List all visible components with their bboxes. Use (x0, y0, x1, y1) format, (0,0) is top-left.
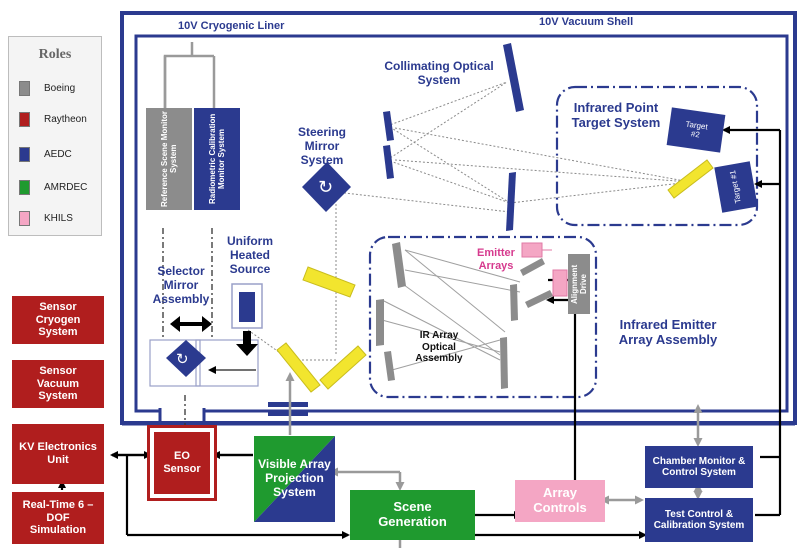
emitter-array-upper (521, 242, 543, 258)
ir-array-optical-label: IR Array Optical Assembly (415, 330, 463, 364)
collimating-mirror (503, 43, 524, 112)
eo-sensor-box: EO Sensor (147, 425, 217, 501)
kv-electronics-box: KV Electronics Unit (12, 424, 104, 484)
emitter-array-lower (552, 269, 568, 297)
legend-swatch (19, 180, 30, 195)
ir-emitter-array-label: Infrared Emitter Array Assembly (618, 317, 718, 347)
roles-legend: Roles Boeing Raytheon AEDC AMRDEC KHILS (8, 36, 102, 236)
shell-label: 10V Vacuum Shell (539, 16, 634, 28)
svg-text:↻: ↻ (176, 350, 189, 368)
realtime-simulation-box: Real-Time 6 – DOF Simulation (12, 492, 104, 544)
legend-swatch (19, 81, 30, 96)
target-1: Target #1 (714, 161, 758, 213)
sensor-cryogen-box: Sensor Cryogen System (12, 296, 104, 344)
legend-item-raytheon: Raytheon (19, 112, 87, 127)
ir-point-target-label: Infrared Point Target System (571, 100, 661, 130)
legend-swatch (19, 112, 30, 127)
legend-swatch (19, 211, 30, 226)
emitter-arrays-label: Emitter Arrays (477, 247, 515, 272)
steering-label: Steering Mirror System (297, 125, 346, 167)
scene-generation-box: Scene Generation (350, 490, 475, 540)
steering-mirror (302, 162, 351, 212)
small-mirror-lower (383, 145, 394, 179)
alignment-drive: Alignment Drive (568, 254, 590, 314)
array-controls-box: Array Controls (515, 480, 605, 522)
yellow-mirror-2 (276, 342, 321, 393)
yellow-mirror-1 (302, 266, 356, 298)
uniform-label: Uniform Heated Source (227, 234, 273, 276)
chamber-monitor-box: Chamber Monitor & Control System (645, 446, 753, 488)
radiometric-calibration-monitor: Radiometric Calibration Monitor System (194, 108, 240, 210)
legend-item-aedc: AEDC (19, 147, 72, 162)
yellow-mirror-target (667, 159, 714, 199)
legend-swatch (19, 147, 30, 162)
legend-title: Roles (38, 47, 72, 62)
small-mirror-upper (383, 111, 394, 141)
selector-mirror (166, 340, 206, 377)
reference-scene-monitor: Reference Scene Monitor System (146, 108, 192, 210)
test-control-box: Test Control & Calibration System (645, 498, 753, 542)
liner-label: 10V Cryogenic Liner (178, 20, 285, 32)
selector-label: Selector Mirror Assembly (152, 264, 210, 306)
legend-item-khils: KHILS (19, 211, 73, 226)
target-2: Target #2 (666, 107, 726, 153)
legend-item-amrdec: AMRDEC (19, 180, 87, 195)
fold-mirror (506, 172, 516, 231)
sensor-vacuum-box: Sensor Vacuum System (12, 360, 104, 408)
yellow-mirror-3 (319, 345, 367, 390)
ir-array-optical-group (368, 235, 598, 399)
svg-text:↻: ↻ (318, 177, 333, 198)
legend-item-boeing: Boeing (19, 81, 75, 96)
ir-point-target-group (555, 85, 759, 227)
collimating-label: Collimating Optical System (384, 59, 494, 87)
cryogenic-liner (134, 34, 789, 413)
visible-array-projection: Visible Array Projection System (258, 457, 331, 499)
